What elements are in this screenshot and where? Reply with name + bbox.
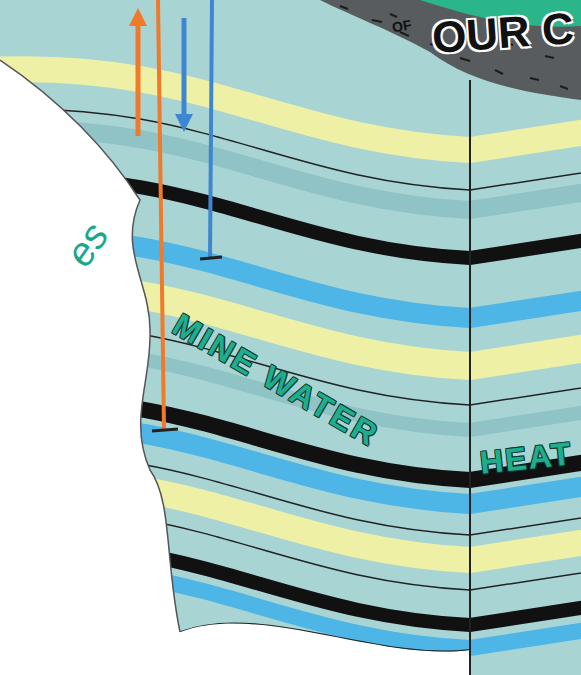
warm-water-pipe bbox=[158, 0, 164, 430]
block-edge bbox=[0, 60, 180, 632]
heading-word: OF bbox=[391, 16, 413, 35]
pipe-end bbox=[152, 429, 178, 431]
flow-arrow-down bbox=[182, 18, 187, 118]
heading-text: OUR C bbox=[430, 3, 575, 63]
gravel-topsoil bbox=[320, 0, 581, 100]
mine-water-layer bbox=[0, 567, 581, 648]
coal-seam bbox=[0, 619, 581, 675]
flow-arrow-head bbox=[129, 8, 147, 26]
block-edge bbox=[181, 624, 470, 652]
shale-band bbox=[0, 129, 581, 210]
flow-arrow-head bbox=[175, 114, 193, 132]
side-caption: es bbox=[57, 214, 118, 274]
bed-line bbox=[0, 109, 581, 190]
block-corner-line bbox=[469, 80, 471, 675]
sandstone-band bbox=[0, 285, 581, 366]
return-water-pipe bbox=[210, 0, 212, 258]
pipe-end bbox=[200, 257, 222, 259]
flow-arrow-up bbox=[136, 22, 141, 136]
sandstone-band bbox=[0, 479, 581, 560]
bed-line bbox=[0, 509, 581, 590]
mine-water-layer bbox=[0, 423, 581, 504]
